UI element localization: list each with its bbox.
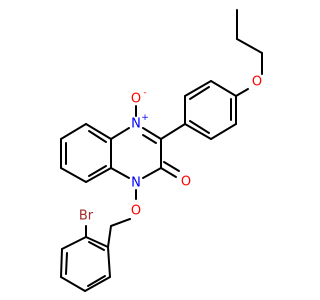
bond (142, 127, 162, 140)
bond (110, 167, 130, 179)
bond-inner (87, 275, 106, 287)
bond (142, 167, 162, 179)
bond (60, 248, 63, 278)
charge-minus: - (143, 88, 146, 98)
bond-inner (88, 165, 107, 177)
bond (85, 123, 112, 140)
bond (160, 167, 177, 178)
bond (163, 161, 180, 172)
bond (184, 80, 212, 97)
bond (210, 80, 237, 97)
bonds (60, 9, 263, 292)
bond (60, 123, 87, 140)
atom-labels: O - N + N O O O Br (79, 75, 262, 224)
bond (84, 276, 111, 292)
atom-label-br: Br (79, 209, 94, 224)
bond (85, 167, 112, 183)
bond (235, 88, 249, 97)
bond (236, 38, 263, 54)
atom-label-o-ether-n: O (131, 204, 141, 219)
bond-inner (189, 120, 210, 134)
bond (61, 236, 87, 250)
bond-inner (88, 241, 105, 251)
atom-label-o-oxide: O (131, 92, 141, 107)
chemical-structure: O - N + N O O O Br (60, 9, 263, 292)
bond (110, 218, 131, 227)
charge-plus: + (141, 113, 149, 123)
bond-inner (65, 252, 68, 275)
bond (107, 225, 112, 248)
bond (60, 167, 87, 183)
atom-label-n-bottom: N (131, 176, 141, 191)
bond (160, 123, 186, 140)
bond (85, 236, 109, 248)
bond-inner (189, 86, 210, 100)
atom-label-o-propoxy: O (252, 75, 262, 90)
bond-inner (88, 130, 107, 143)
atom-label-n-top: N (131, 117, 141, 132)
bond (184, 123, 212, 140)
bond-inner (142, 134, 157, 144)
atom-label-o-carbonyl: O (181, 175, 191, 190)
bond (60, 276, 86, 292)
bond (110, 127, 130, 140)
bond (210, 123, 237, 140)
bond (107, 246, 111, 278)
